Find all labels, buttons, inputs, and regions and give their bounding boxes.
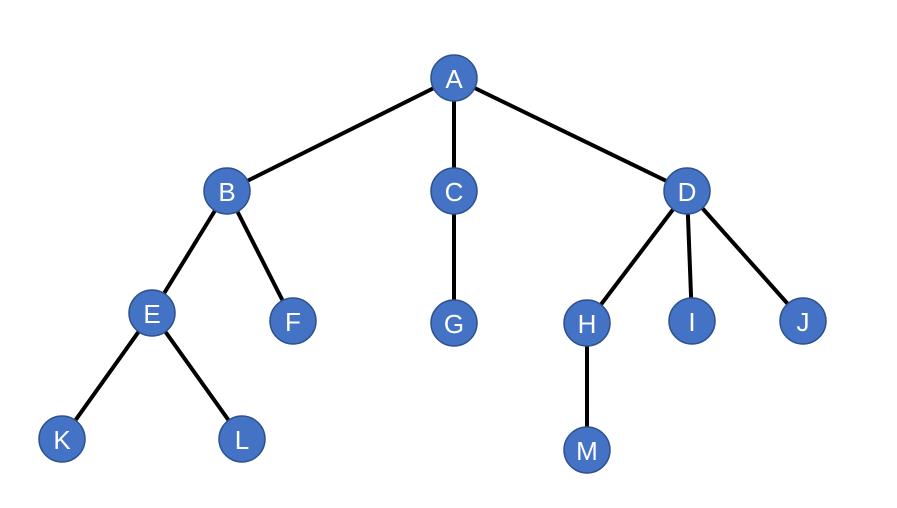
node-circle-m — [563, 426, 611, 474]
node-circle-i — [668, 297, 716, 345]
tree-node-c: C — [430, 167, 478, 215]
tree-node-e: E — [128, 289, 176, 337]
tree-node-a: A — [430, 54, 478, 102]
node-label-d: D — [678, 177, 697, 207]
node-label-k: K — [53, 425, 71, 455]
edge-b-e — [150, 189, 229, 315]
tree-node-h: H — [563, 299, 611, 347]
node-circle-f — [269, 297, 317, 345]
tree-node-i: I — [668, 297, 716, 345]
node-label-f: F — [285, 307, 301, 337]
node-label-e: E — [143, 299, 160, 329]
node-circle-e — [128, 289, 176, 337]
edge-d-j — [685, 189, 805, 323]
tree-node-l: L — [218, 415, 266, 463]
node-circle-a — [430, 54, 478, 102]
edge-a-b — [225, 76, 456, 193]
node-circle-k — [38, 415, 86, 463]
node-circle-j — [779, 297, 827, 345]
edge-d-h — [585, 189, 689, 325]
node-label-i: I — [688, 307, 695, 337]
nodes-layer: A B C D E F G H I J K L M — [38, 54, 827, 474]
edge-a-d — [452, 76, 689, 193]
edges-layer — [60, 76, 805, 452]
node-circle-d — [663, 167, 711, 215]
edge-e-l — [150, 311, 244, 441]
node-circle-h — [563, 299, 611, 347]
node-circle-b — [203, 167, 251, 215]
tree-node-b: B — [203, 167, 251, 215]
node-label-j: J — [797, 307, 810, 337]
edge-b-f — [225, 189, 295, 323]
node-label-m: M — [576, 436, 598, 466]
edge-e-k — [60, 311, 154, 441]
tree-node-d: D — [663, 167, 711, 215]
tree-node-m: M — [563, 426, 611, 474]
node-label-a: A — [445, 64, 463, 94]
node-label-h: H — [578, 309, 597, 339]
node-circle-c — [430, 167, 478, 215]
node-label-g: G — [444, 309, 464, 339]
node-label-l: L — [235, 425, 249, 455]
node-circle-l — [218, 415, 266, 463]
tree-node-j: J — [779, 297, 827, 345]
node-label-b: B — [218, 177, 235, 207]
tree-node-k: K — [38, 415, 86, 463]
tree-node-f: F — [269, 297, 317, 345]
node-label-c: C — [445, 177, 464, 207]
tree-node-g: G — [430, 299, 478, 347]
node-circle-g — [430, 299, 478, 347]
